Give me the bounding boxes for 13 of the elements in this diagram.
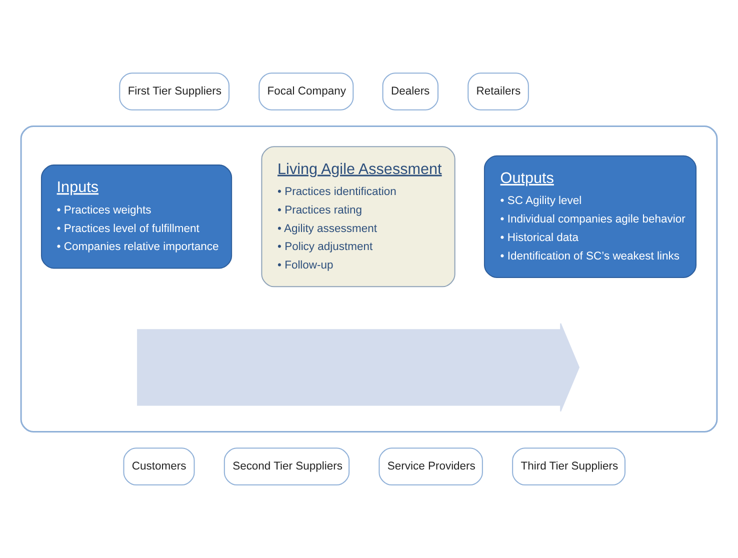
- node-box: Retailers: [468, 72, 529, 110]
- node-box: Service Providers: [378, 448, 483, 486]
- node-box: Living Agile Assessment • Practices identification • Practices rating • Agility assessment • Policy adjustment • Follow-up: [261, 146, 456, 288]
- node-box: Second Tier Suppliers: [224, 448, 350, 486]
- node-box: Outputs • SC Agility level • Individual companies agile behavior • Historical data • Identification of SC’s weakest links: [484, 155, 697, 278]
- node-arrow: [137, 322, 580, 412]
- node-box: Focal Company: [258, 72, 354, 110]
- node-box: Dealers: [382, 72, 438, 110]
- node-box: Third Tier Suppliers: [512, 448, 626, 486]
- cluster: [20, 125, 718, 433]
- node-box: First Tier Suppliers: [119, 72, 230, 110]
- node-box: Customers: [123, 448, 195, 486]
- node-box: Inputs • Practices weights • Practices level of fulfillment • Companies relative importance: [40, 164, 232, 269]
